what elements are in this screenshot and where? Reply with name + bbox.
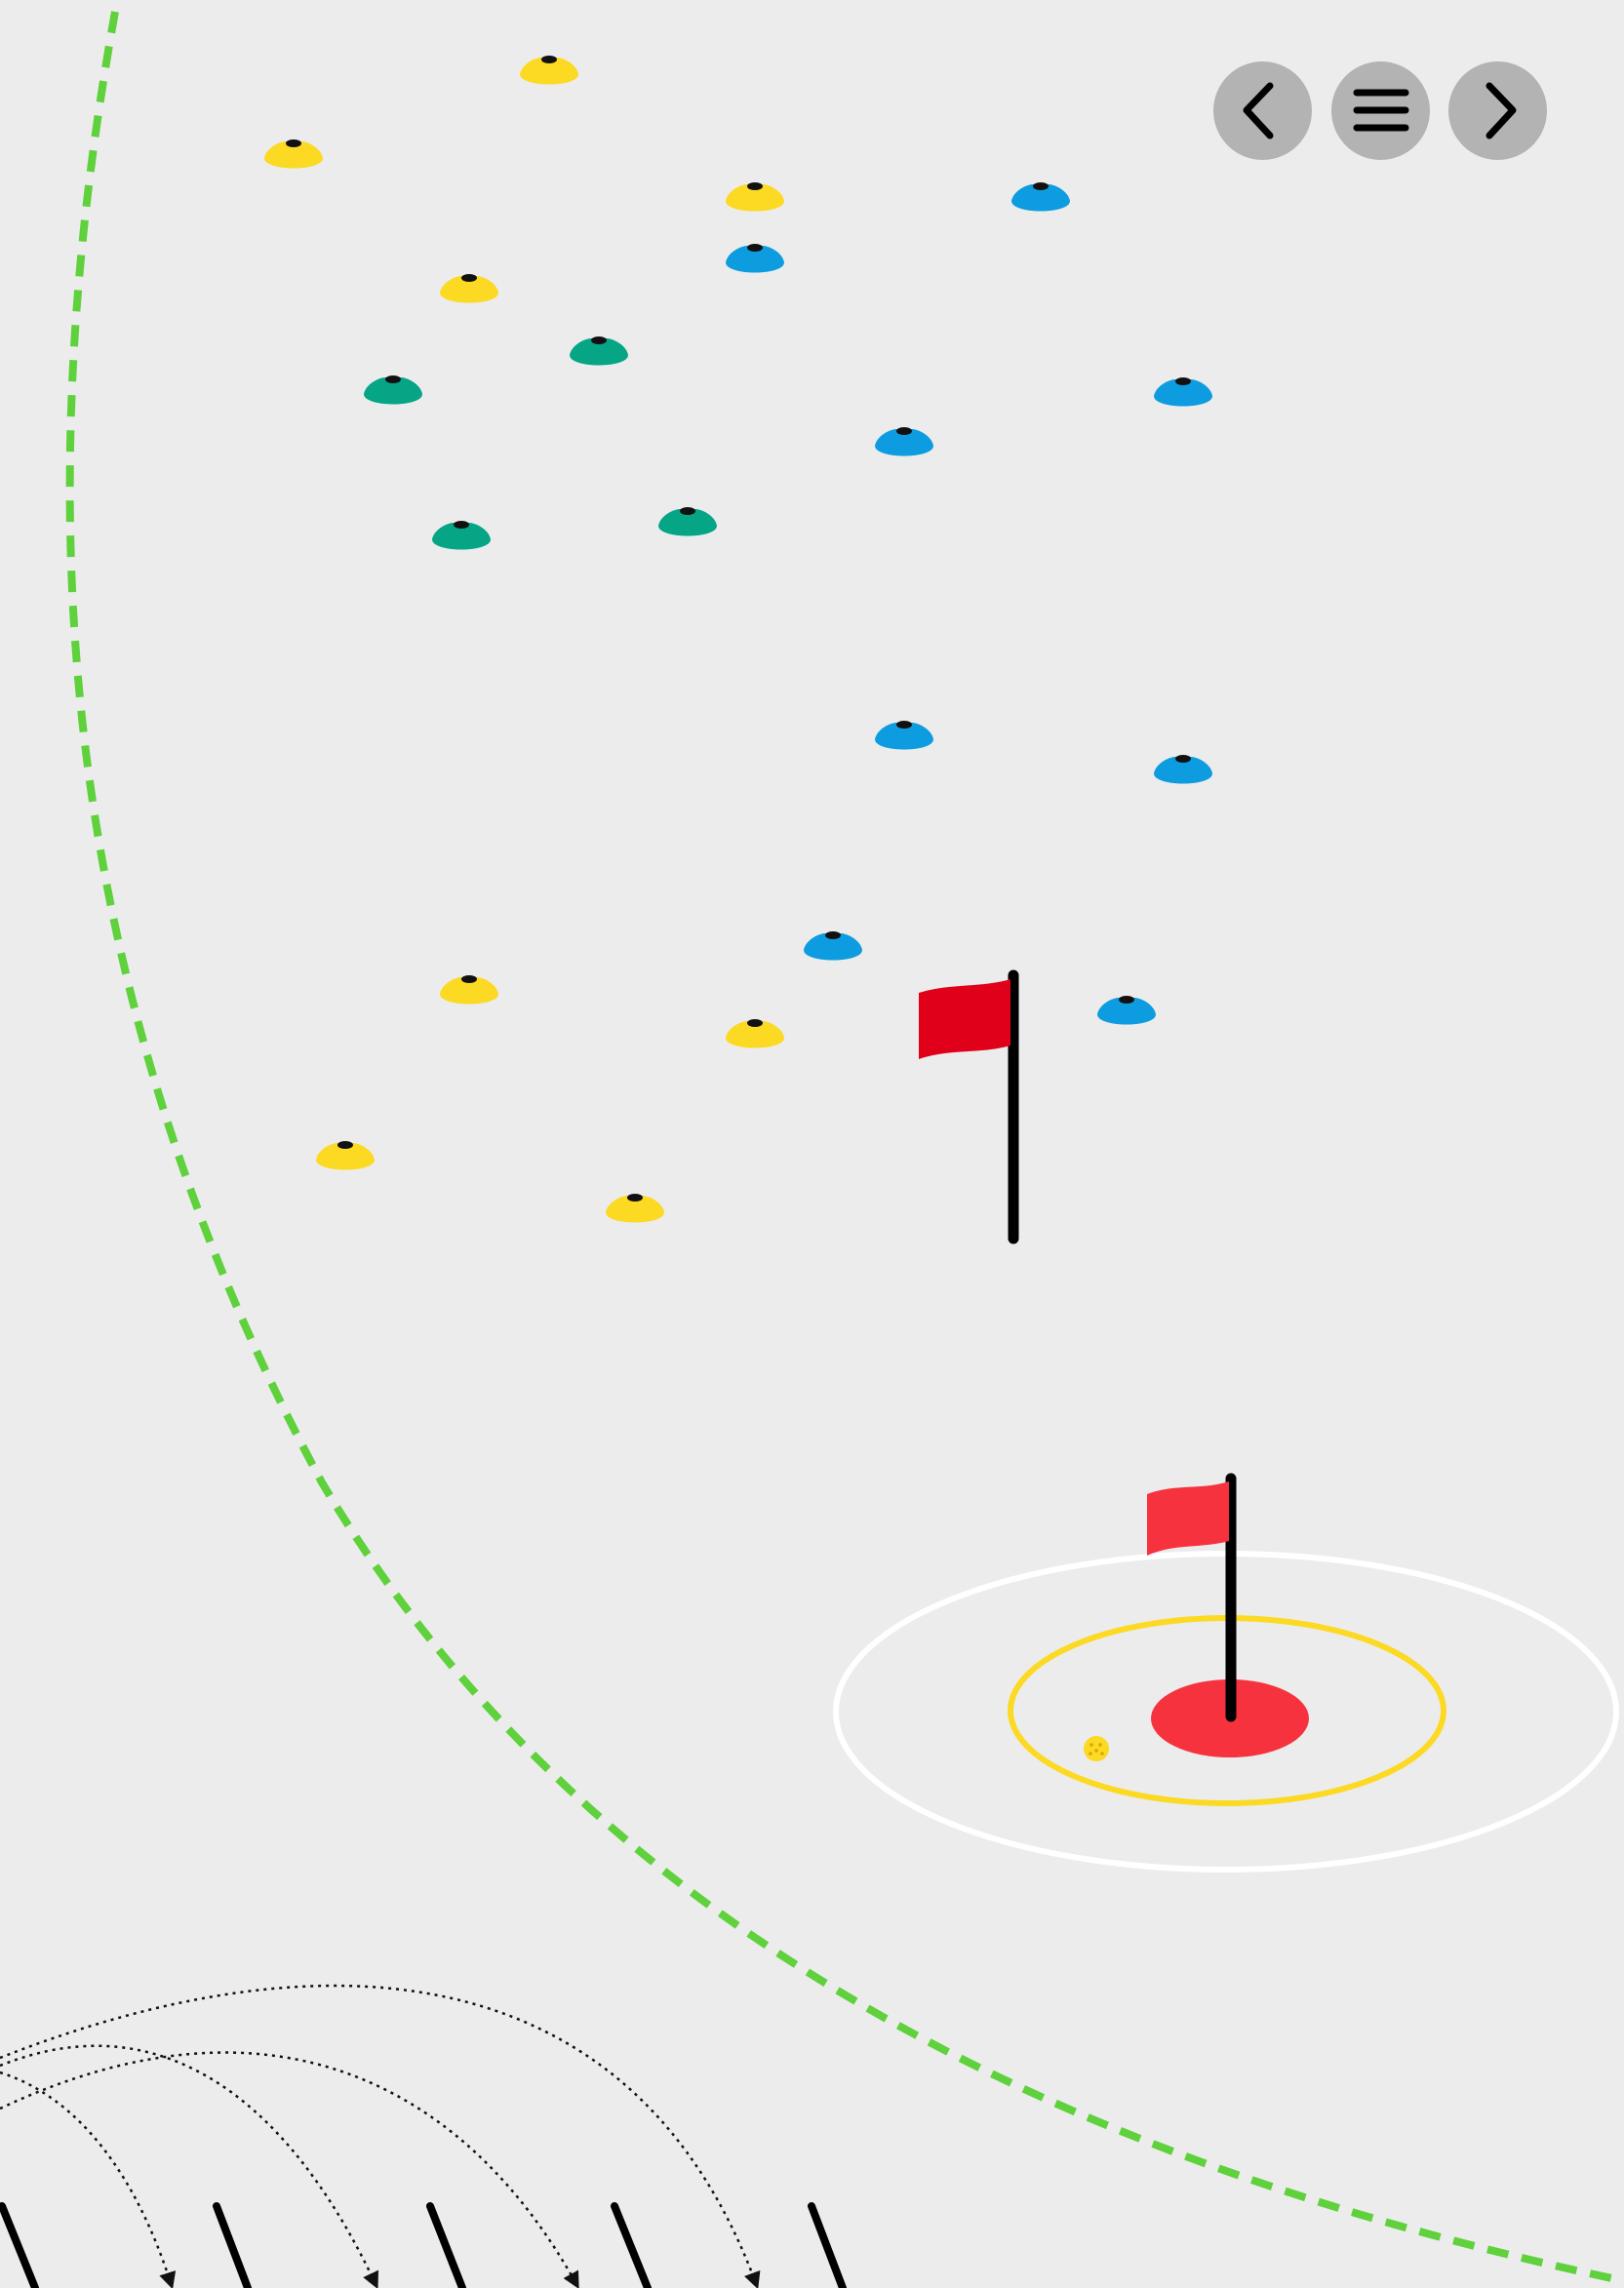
trajectory-3	[0, 2053, 577, 2286]
shot-trajectories	[0, 1986, 757, 2286]
cone-blue	[1154, 755, 1212, 784]
target-flag	[919, 975, 1013, 1239]
cone-blue	[1097, 996, 1156, 1025]
hamburger-menu-icon	[1331, 61, 1430, 160]
previous-button[interactable]: chevron-left-icon	[1213, 61, 1312, 160]
trajectory-1	[0, 2072, 172, 2286]
cone-yellow	[316, 1141, 375, 1170]
putting-green	[836, 1479, 1616, 1870]
cone-blue	[1154, 377, 1212, 407]
next-button[interactable]: chevron-right-icon	[1448, 61, 1547, 160]
boundary-line	[70, 12, 1621, 2280]
cone-blue	[726, 244, 784, 273]
chevron-right-icon	[1448, 61, 1547, 160]
cone-green	[658, 507, 717, 536]
chevron-left-icon	[1213, 61, 1312, 160]
cone-yellow	[726, 182, 784, 212]
cone-green	[364, 375, 422, 405]
cone-blue	[875, 427, 933, 456]
tee-marker	[2, 2206, 35, 2288]
tee-marker	[430, 2206, 462, 2288]
menu-button[interactable]: hamburger-menu-icon	[1331, 61, 1430, 160]
cone-yellow	[264, 139, 323, 169]
tee-marker	[217, 2206, 248, 2288]
cone-yellow	[520, 56, 578, 85]
cone-blue	[875, 721, 933, 750]
cone-green	[570, 336, 628, 366]
cone-blue	[804, 931, 862, 961]
pin-flag-cloth	[1147, 1481, 1229, 1556]
tee-marker	[812, 2206, 843, 2288]
trajectory-4	[0, 1986, 757, 2286]
cone-blue	[1011, 182, 1070, 212]
target-flag-cloth	[919, 979, 1010, 1059]
cone-yellow	[726, 1019, 784, 1048]
cone-green	[432, 521, 491, 550]
cone-group	[264, 56, 1212, 1223]
tee-marker	[614, 2206, 648, 2288]
cone-yellow	[440, 975, 498, 1005]
trajectory-2	[0, 2046, 376, 2286]
tee-markers	[2, 2206, 843, 2288]
cone-yellow	[606, 1194, 664, 1223]
ball	[1084, 1736, 1109, 1761]
navigation-controls: chevron-left-icon hamburger-menu-icon ch…	[1213, 61, 1549, 161]
cone-yellow	[440, 274, 498, 303]
